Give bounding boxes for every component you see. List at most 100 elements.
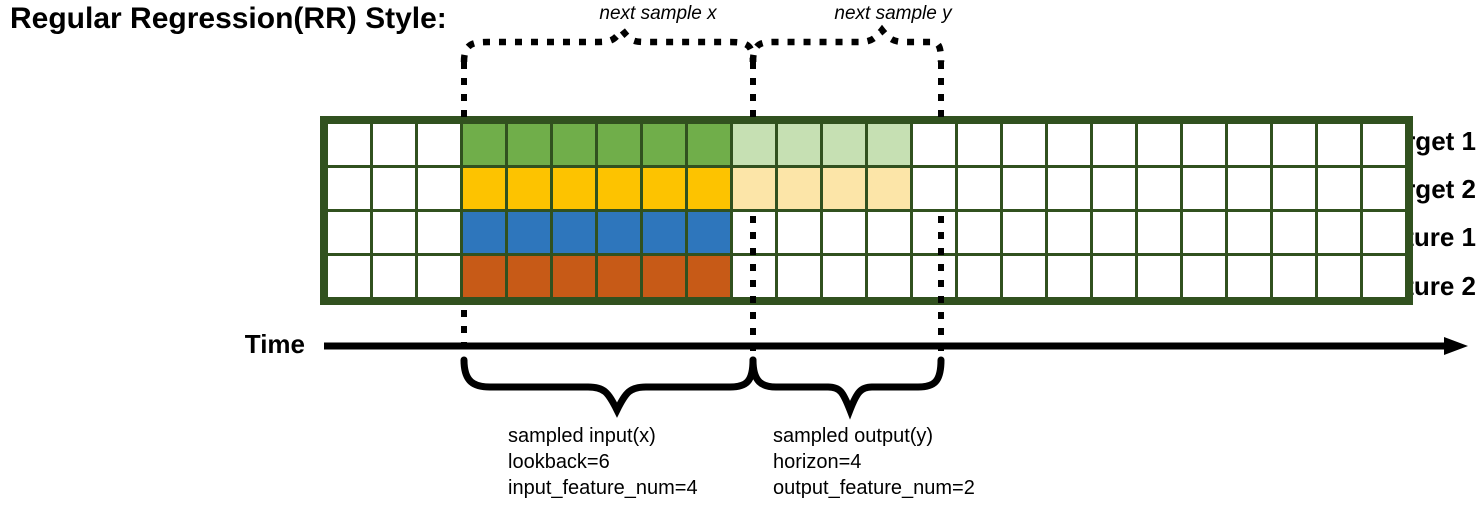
grid-row-extra-feature-2 [325, 253, 1408, 300]
grid-table [325, 121, 1408, 300]
grid-cell [460, 209, 508, 256]
annotation-next-sample-x: next sample x [599, 3, 717, 24]
grid-cell [1180, 209, 1228, 256]
grid-cell [595, 209, 643, 256]
grid-cell [550, 165, 598, 212]
grid-cell [415, 253, 463, 300]
grid-cell [820, 165, 868, 212]
grid-cell [1000, 209, 1048, 256]
grid-cell [1360, 209, 1408, 256]
caption-sampled-input: sampled input(x) lookback=6 input_featur… [508, 425, 698, 499]
grid-cell [1180, 165, 1228, 212]
grid-cell [325, 209, 373, 256]
grid-cell [460, 253, 508, 300]
grid-cell [865, 121, 913, 168]
grid-cell [505, 121, 553, 168]
grid-cell [550, 253, 598, 300]
grid-cell [640, 209, 688, 256]
grid-cell [730, 209, 778, 256]
grid-cell [1045, 209, 1093, 256]
grid-cell [370, 121, 418, 168]
grid-cell [415, 165, 463, 212]
grid-cell [550, 209, 598, 256]
grid-cell [1045, 165, 1093, 212]
grid-cell [460, 121, 508, 168]
time-axis-label: Time [244, 329, 305, 359]
grid-cell [910, 209, 958, 256]
grid-cell [595, 165, 643, 212]
grid-cell [325, 253, 373, 300]
grid-cell [955, 209, 1003, 256]
grid-cell [730, 253, 778, 300]
grid-cell [775, 121, 823, 168]
grid-cell [1225, 121, 1273, 168]
grid-cell [955, 253, 1003, 300]
grid-cell [865, 209, 913, 256]
grid-cell [1135, 253, 1183, 300]
grid-cell [325, 165, 373, 212]
grid-cell [370, 165, 418, 212]
grid-cell [370, 209, 418, 256]
grid-cell [1225, 253, 1273, 300]
grid-cell [955, 165, 1003, 212]
timeseries-grid [320, 116, 1413, 305]
grid-cell [1270, 165, 1318, 212]
grid-cell [505, 165, 553, 212]
grid-cell [415, 121, 463, 168]
grid-cell [820, 209, 868, 256]
page-title: Regular Regression(RR) Style: [10, 2, 447, 35]
grid-cell [685, 121, 733, 168]
grid-cell [1090, 209, 1138, 256]
grid-cell [1180, 253, 1228, 300]
grid-cell [1315, 165, 1363, 212]
grid-cell [1135, 209, 1183, 256]
grid-cell [685, 253, 733, 300]
grid-cell [865, 253, 913, 300]
grid-cell [640, 121, 688, 168]
grid-cell [910, 253, 958, 300]
grid-cell [595, 253, 643, 300]
grid-cell [415, 209, 463, 256]
grid-cell [640, 165, 688, 212]
grid-cell [1000, 253, 1048, 300]
grid-cell [1225, 209, 1273, 256]
grid-cell [1315, 209, 1363, 256]
grid-cell [505, 209, 553, 256]
grid-row-target-2 [325, 165, 1408, 212]
grid-cell [1225, 165, 1273, 212]
grid-cell [1270, 121, 1318, 168]
grid-cell [1135, 165, 1183, 212]
grid-cell [460, 165, 508, 212]
grid-cell [775, 209, 823, 256]
brace-next-sample-x [460, 24, 757, 63]
grid-row-extra-feature-1 [325, 209, 1408, 256]
grid-cell [370, 253, 418, 300]
grid-cell [1090, 121, 1138, 168]
grid-cell [1360, 253, 1408, 300]
grid-cell [730, 121, 778, 168]
grid-cell [325, 121, 373, 168]
grid-cell [730, 165, 778, 212]
grid-cell [1360, 165, 1408, 212]
grid-cell [1045, 121, 1093, 168]
grid-cell [1045, 253, 1093, 300]
grid-row-target-1 [325, 121, 1408, 168]
grid-cell [910, 165, 958, 212]
grid-cell [1090, 165, 1138, 212]
grid-cell [1000, 165, 1048, 212]
time-axis-arrow [324, 337, 1468, 355]
grid-cell [1315, 121, 1363, 168]
brace-sampled-input [460, 356, 757, 418]
grid-cell [865, 165, 913, 212]
grid-cell [775, 253, 823, 300]
grid-cell [550, 121, 598, 168]
grid-cell [685, 209, 733, 256]
grid-cell [1270, 209, 1318, 256]
grid-cell [820, 121, 868, 168]
grid-cell [640, 253, 688, 300]
grid-cell [1135, 121, 1183, 168]
annotation-next-sample-y: next sample y [834, 3, 952, 24]
grid-cell [1000, 121, 1048, 168]
brace-next-sample-y [749, 24, 945, 63]
